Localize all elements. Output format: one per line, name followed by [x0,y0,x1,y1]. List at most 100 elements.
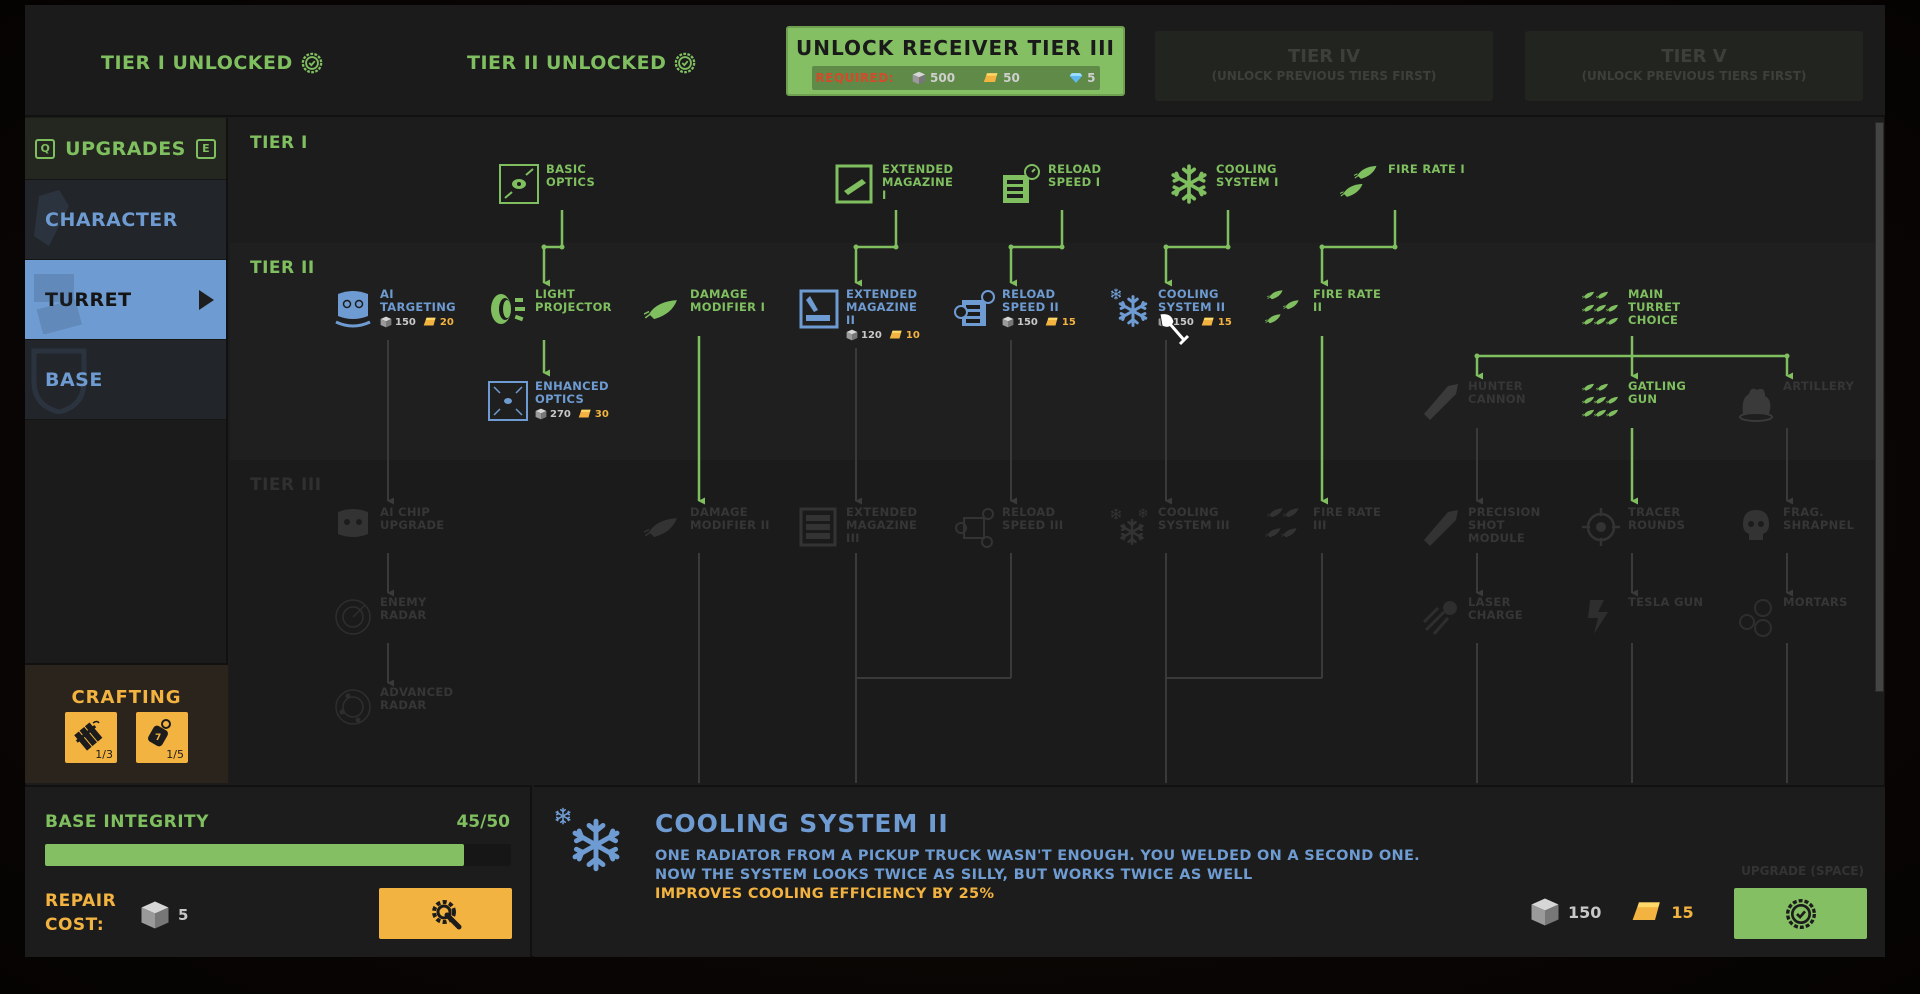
node-name: EXTENDED MAGAZINE II [846,287,918,327]
unlock-tier-3-button[interactable]: UNLOCK RECEIVER TIER III REQUIRED: 500 5… [786,26,1125,96]
bullets-cluster-icon [1582,383,1619,418]
node-basic-optics[interactable]: BASIC OPTICS [498,163,626,205]
node-hunter-cannon[interactable]: HUNTER CANNON [1420,380,1548,422]
node-name: RELOAD SPEED I [1048,162,1102,189]
skull-icon [1743,510,1769,540]
node-cooling-system-3[interactable]: COOLING SYSTEM III [1110,506,1238,548]
tier-5-locked: TIER V (UNLOCK PREVIOUS TIERS FIRST) [1525,31,1863,101]
gold-bar-icon [423,317,437,327]
node-extended-magazine-3[interactable]: EXTENDED MAGAZINE III [798,506,926,548]
bullet-icon [644,299,678,321]
shield-icon [31,348,87,414]
craft-count: 1/5 [166,748,184,761]
upgrade-cost: 150 15 [1530,897,1694,927]
scrap-cube-icon [380,316,392,328]
upgrade-button[interactable] [1734,888,1867,939]
optics-icon [499,164,539,204]
node-reload-speed-3[interactable]: RELOAD SPEED III [954,506,1082,548]
node-gatling-gun[interactable]: GATLING GUN [1580,380,1708,422]
lightning-icon [1588,600,1608,634]
node-extended-magazine-1[interactable]: EXTENDED MAGAZINE I [834,163,962,205]
bullets-cluster-icon [1582,291,1619,326]
ai-head-icon [335,291,371,328]
craft-slot-grenade[interactable]: 7 1/5 [136,712,188,763]
reload-icon [1003,164,1040,203]
next-category-key[interactable]: E [195,138,216,159]
node-advanced-radar[interactable]: ADVANCED RADAR [332,686,460,728]
node-name: ADVANCED RADAR [380,685,454,712]
node-damage-modifier-2[interactable]: DAMAGE MODIFIER II [642,506,770,548]
node-tesla-gun[interactable]: TESLA GUN [1580,596,1703,638]
tier-1-band [230,118,1880,243]
tier-4-title: TIER IV [1287,46,1361,67]
node-name: EXTENDED MAGAZINE III [846,505,918,545]
explosion-icon [1739,388,1773,422]
base-integrity-bar [45,844,511,866]
sidebar-item-character[interactable]: CHARACTER [25,180,226,260]
detail-description: ONE RADIATOR FROM A PICKUP TRUCK WASN'T … [655,847,1420,885]
base-integrity-value: 45/50 [456,812,510,832]
node-precision-shot-module[interactable]: PRECISION SHOT MODULE [1420,506,1548,548]
node-light-projector[interactable]: LIGHT PROJECTOR [487,288,615,330]
scrap-cost: 150 [1173,316,1194,328]
bullets-icon [1265,289,1299,324]
node-ai-chip-upgrade[interactable]: AI CHIP UPGRADE [332,506,460,548]
bullets-icon [1265,507,1299,538]
scrap-cost: 120 [861,329,882,341]
required-costs: REQUIRED: 500 50 5 [811,66,1100,90]
base-integrity-label: BASE INTEGRITY [45,812,209,832]
node-main-turret-choice[interactable]: MAIN TURRET CHOICE [1580,288,1708,330]
craft-slot-dynamite[interactable]: 1/3 [65,712,117,763]
radar-icon [335,689,371,725]
detail-title: COOLING SYSTEM II [655,809,949,838]
scrap-cost: 150 [395,316,416,328]
detail-effect: IMPROVES COOLING EFFICIENCY BY 25% [655,886,995,902]
unlock-button-title: UNLOCK RECEIVER TIER III [796,36,1115,60]
node-mortars[interactable]: MORTARS [1735,596,1848,638]
node-name: HUNTER CANNON [1468,379,1526,406]
node-name: DAMAGE MODIFIER I [690,287,766,314]
magazine-icon [799,507,837,547]
node-enemy-radar[interactable]: ENEMY RADAR [332,596,460,638]
gold-bar-icon [983,72,999,84]
node-fire-rate-2[interactable]: FIRE RATE II [1265,288,1393,330]
cannon-shell-icon [1424,384,1458,420]
node-reload-speed-1[interactable]: RELOAD SPEED I [1000,163,1128,205]
check-badge-icon [674,52,696,74]
node-frag-shrapnel[interactable]: FRAG. SHRAPNEL [1735,506,1863,548]
gold-bar-icon [1631,900,1663,924]
node-cooling-system-1[interactable]: COOLING SYSTEM I [1168,163,1296,205]
node-damage-modifier-1[interactable]: DAMAGE MODIFIER I [642,288,770,330]
sidebar-item-turret[interactable]: TURRET [25,260,226,340]
node-artillery[interactable]: ARTILLERY [1735,380,1854,422]
gold-cost: 20 [439,316,454,328]
tier-2-band [230,243,1880,460]
diamond-value: 5 [1087,71,1096,85]
node-tracer-rounds[interactable]: TRACER ROUNDS [1580,506,1708,548]
node-name: LIGHT PROJECTOR [535,287,612,314]
node-fire-rate-1[interactable]: FIRE RATE I [1340,163,1465,205]
tree-scrollbar[interactable] [1875,122,1884,692]
node-ai-targeting[interactable]: AI TARGETING 150 20 [332,288,460,330]
node-name: AI TARGETING [380,287,456,314]
required-label: REQUIRED: [815,71,895,85]
craft-count: 1/3 [95,748,113,761]
sidebar-item-base[interactable]: BASE [25,340,226,420]
snowflake-icon [555,807,634,877]
scrap-cost: 150 [1017,316,1038,328]
gold-bar-icon [1201,317,1215,327]
prev-category-key[interactable]: Q [35,138,56,159]
selected-arrow-icon [199,289,214,310]
node-laser-charge[interactable]: LASER CHARGE [1420,596,1548,638]
crosshair-skull-icon [1582,508,1620,546]
repair-label-line: REPAIR [45,891,117,911]
repair-button[interactable] [379,888,512,939]
node-fire-rate-3[interactable]: FIRE RATE III [1265,506,1393,548]
node-name: FIRE RATE II [1313,287,1382,314]
